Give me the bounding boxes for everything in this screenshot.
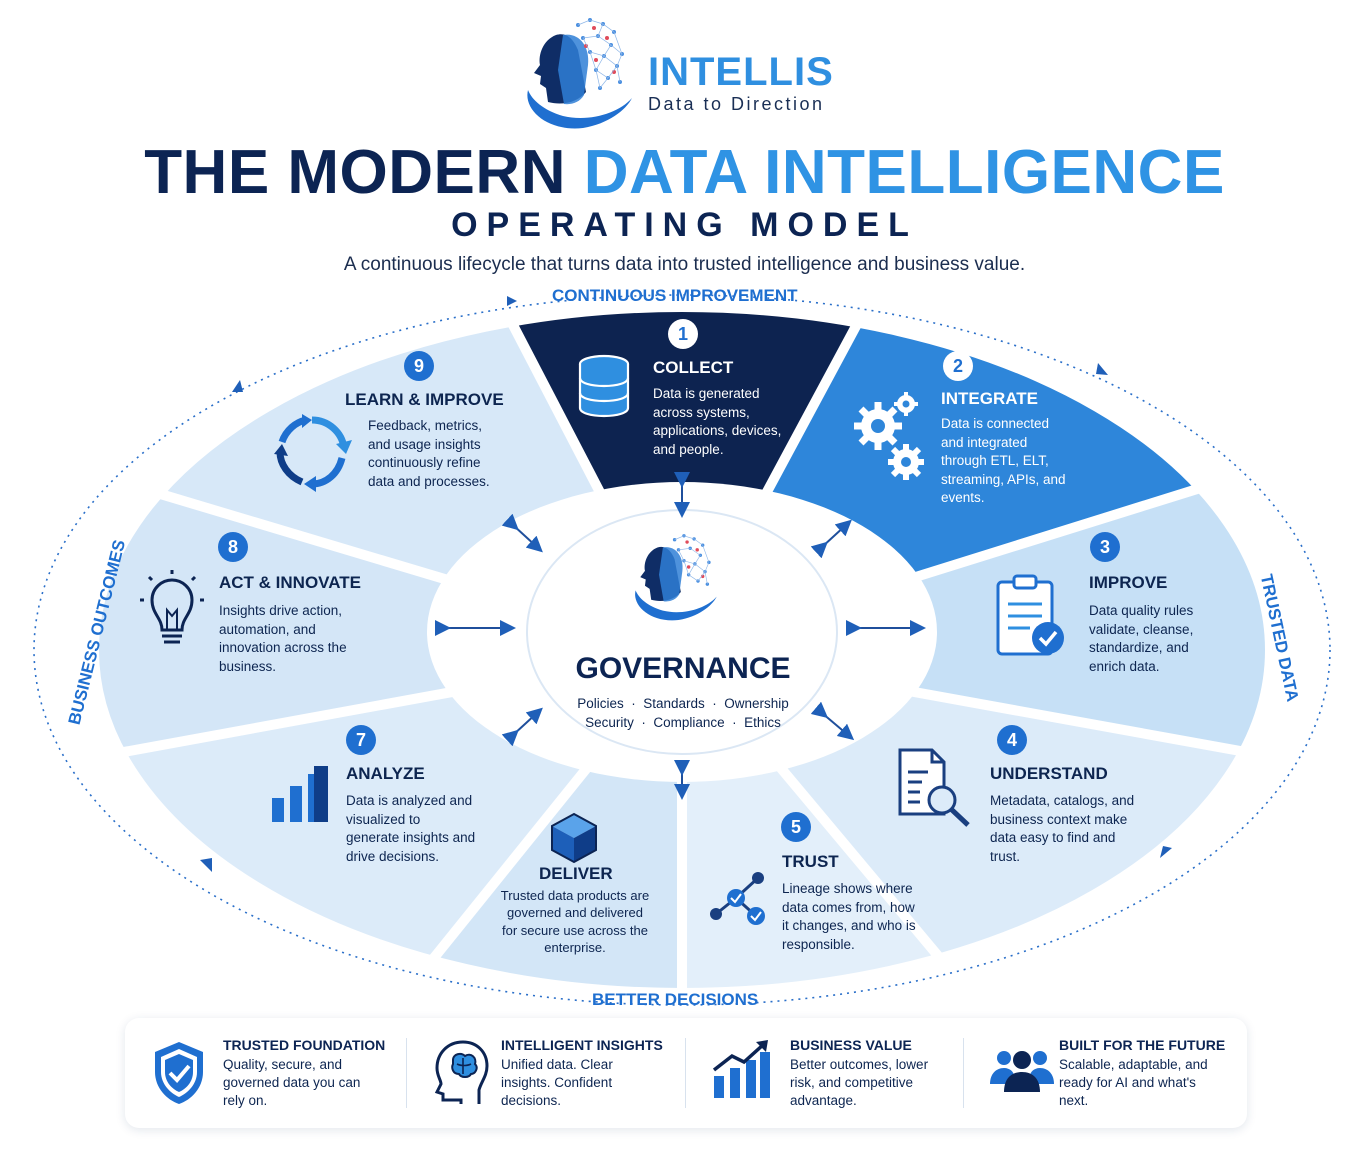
benefit-item: INTELLIGENT INSIGHTS Unified data. Clear… [407,1018,685,1128]
ring-label-top: CONTINUOUS IMPROVEMENT [552,286,798,305]
outer-dotted-ring [33,294,1331,1006]
footer-divider [963,1038,964,1108]
title-part-2: DATA INTELLIGENCE [583,138,1225,207]
cube-icon [551,812,597,864]
benefit-title: BUSINESS VALUE [790,1037,912,1053]
benefit-item: BUSINESS VALUE Better outcomes, lower ri… [686,1018,964,1128]
governance-brain-icon [635,534,717,621]
stage-title: TRUST [782,852,839,871]
brand-tagline: Data to Direction [648,94,825,114]
stage-description: Data is connected and integrated through… [941,416,1066,505]
clipboard-check-icon [996,574,1064,656]
document-search-icon [898,748,970,827]
stage-title: ACT & INNOVATE [219,573,361,592]
benefit-description: Unified data. Clear insights. Confident … [501,1057,613,1108]
stage-description: Trusted data products are governed and d… [500,888,650,955]
stage-description: Data quality rules validate, cleanse, st… [1089,603,1194,674]
stage-description: Insights drive action, automation, and i… [219,603,347,674]
footer-divider [406,1038,407,1108]
stage-description: Data is generated across systems, applic… [653,386,782,457]
stage-number-badge: 4 [997,725,1027,755]
stage-description: Lineage shows where data comes from, how… [782,881,916,952]
governance-pillars-2: Security · Compliance · Ethics [585,715,781,730]
brand-logo-icon [527,18,632,129]
governance-pillars-1: Policies · Standards · Ownership [577,696,789,711]
team-icon [990,1051,1054,1092]
stage-description: Data is analyzed and visualized to gener… [346,793,476,864]
stage-title: INTEGRATE [941,389,1038,408]
segment-improve[interactable] [682,460,1290,760]
lightbulb-icon [140,570,204,644]
stage-title: COLLECT [653,358,734,377]
lineage-icon [710,872,765,925]
brand-name: INTELLIS [648,50,834,94]
benefit-description: Better outcomes, lower risk, and competi… [790,1057,929,1108]
benefit-title: BUILT FOR THE FUTURE [1059,1037,1226,1053]
ring-label-bottom: BETTER DECISIONS [592,990,759,1009]
shield-check-icon [155,1042,203,1104]
hub-arrows [435,472,926,800]
ring-arrows [200,296,1172,872]
stage-description: Metadata, catalogs, and business context… [990,793,1135,864]
stage-description: Feedback, metrics, and usage insights co… [368,418,490,489]
benefit-description: Quality, secure, and governed data you c… [223,1057,361,1108]
page-tagline: A continuous lifecycle that turns data i… [343,254,1026,275]
ring-arrow-icon [1160,846,1172,858]
stage-title: LEARN & IMPROVE [345,390,504,409]
growth-chart-icon [712,1040,770,1098]
brain-head-icon [434,1040,489,1104]
benefit-title: INTELLIGENT INSIGHTS [501,1037,663,1053]
title-part-1: THE MODERN [144,138,566,207]
footer-divider [685,1038,686,1108]
ring-arrow-icon [200,858,212,872]
benefit-item: BUILT FOR THE FUTURE Scalable, adaptable… [964,1018,1247,1128]
stage-title: DELIVER [539,864,613,883]
ring-arrow-icon [232,380,243,392]
database-icon [578,354,630,418]
governance-title: GOVERNANCE [575,652,791,685]
stage-number-badge: 8 [218,532,248,562]
ring-arrow-icon [1096,363,1108,375]
benefit-description: Scalable, adaptable, and ready for AI an… [1059,1057,1208,1108]
stage-title: IMPROVE [1089,573,1168,592]
page-title: THE MODERN DATA INTELLIGENCE [0,138,1369,208]
stage-title: ANALYZE [346,764,425,783]
benefits-footer: TRUSTED FOUNDATION Quality, secure, and … [125,1018,1247,1128]
benefit-item: TRUSTED FOUNDATION Quality, secure, and … [125,1018,405,1128]
cycle-arrows-icon [274,414,352,492]
stage-number-badge: 1 [668,319,698,349]
stage-number-badge: 9 [404,351,434,381]
benefit-title: TRUSTED FOUNDATION [223,1037,386,1053]
gears-icon [854,392,924,480]
brand-block: INTELLIS Data to Direction [648,52,834,115]
stage-number-badge: 2 [943,351,973,381]
stage-number-badge: 5 [781,812,811,842]
ring-arrow-icon [507,296,517,306]
stage-number-badge: 3 [1090,532,1120,562]
bar-chart-icon [272,766,328,822]
page-subtitle: OPERATING MODEL [451,206,918,244]
stage-number-badge: 7 [346,725,376,755]
stage-title: UNDERSTAND [990,764,1108,783]
